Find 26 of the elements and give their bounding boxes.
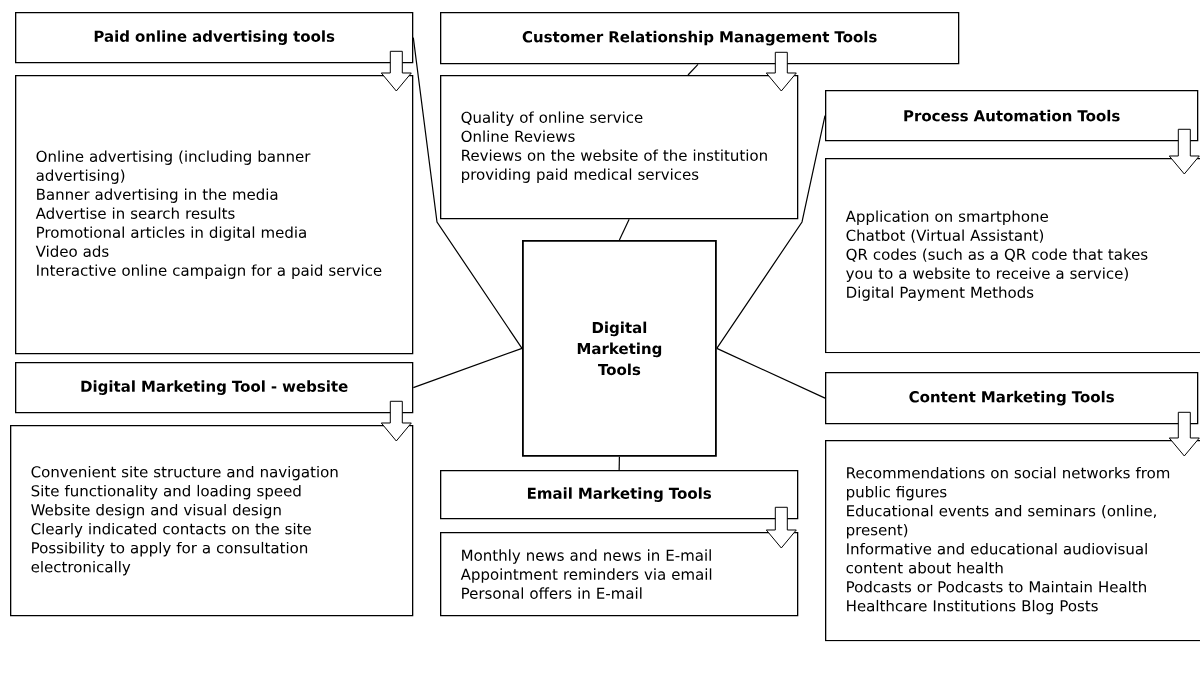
connector-line: [716, 347, 826, 399]
connector-line: [716, 115, 826, 349]
heading-box: Digital Marketing Tool - website: [15, 362, 414, 414]
list-box: Application on smartphone Chatbot (Virtual Assistant) QR codes (such as a QR code that takes you to a website to receive a service) Digital Payment Methods: [825, 158, 1200, 354]
connector-line: [412, 347, 523, 389]
list-box: Convenient site structure and navigation Site functionality and loading speed Website design and visual design Clearly indicated contacts on the site Possibility to apply for a consultation electronically: [10, 425, 414, 617]
central-box: Digital Marketing Tools: [522, 240, 717, 457]
heading-box: Process Automation Tools: [825, 90, 1199, 142]
block-arrow: [765, 51, 797, 92]
heading-box: Paid online advertising tools: [15, 12, 414, 64]
list-box: Online advertising (including banner advertising) Banner advertising in the media Advertise in search results Promotional articles in digital media Video ads Interactive online campaign for a paid service: [15, 75, 414, 355]
connector-line: [618, 456, 620, 471]
connector-line: [618, 218, 630, 241]
connector-line: [687, 63, 699, 76]
list-box: Monthly news and news in E-mail Appointment reminders via email Personal offers in E-mail: [440, 532, 799, 617]
block-arrow: [1168, 411, 1200, 457]
block-arrow: [1168, 128, 1200, 175]
list-box: Recommendations on social networks from public figures Educational events and seminars (online, present) Informative and educational audiovisual content about health Podcasts or Podcasts to Maintain Health Healthcare Institutions Blog Posts: [825, 440, 1200, 642]
heading-box: Email Marketing Tools: [440, 470, 799, 520]
heading-box: Customer Relationship Management Tools: [440, 12, 960, 65]
connector-line: [412, 37, 523, 349]
list-box: Quality of online service Online Reviews Reviews on the website of the institution providing paid medical services: [440, 75, 799, 220]
block-arrow: [380, 400, 412, 442]
heading-box: Content Marketing Tools: [825, 372, 1199, 425]
block-arrow: [380, 50, 412, 92]
block-arrow: [765, 506, 797, 549]
